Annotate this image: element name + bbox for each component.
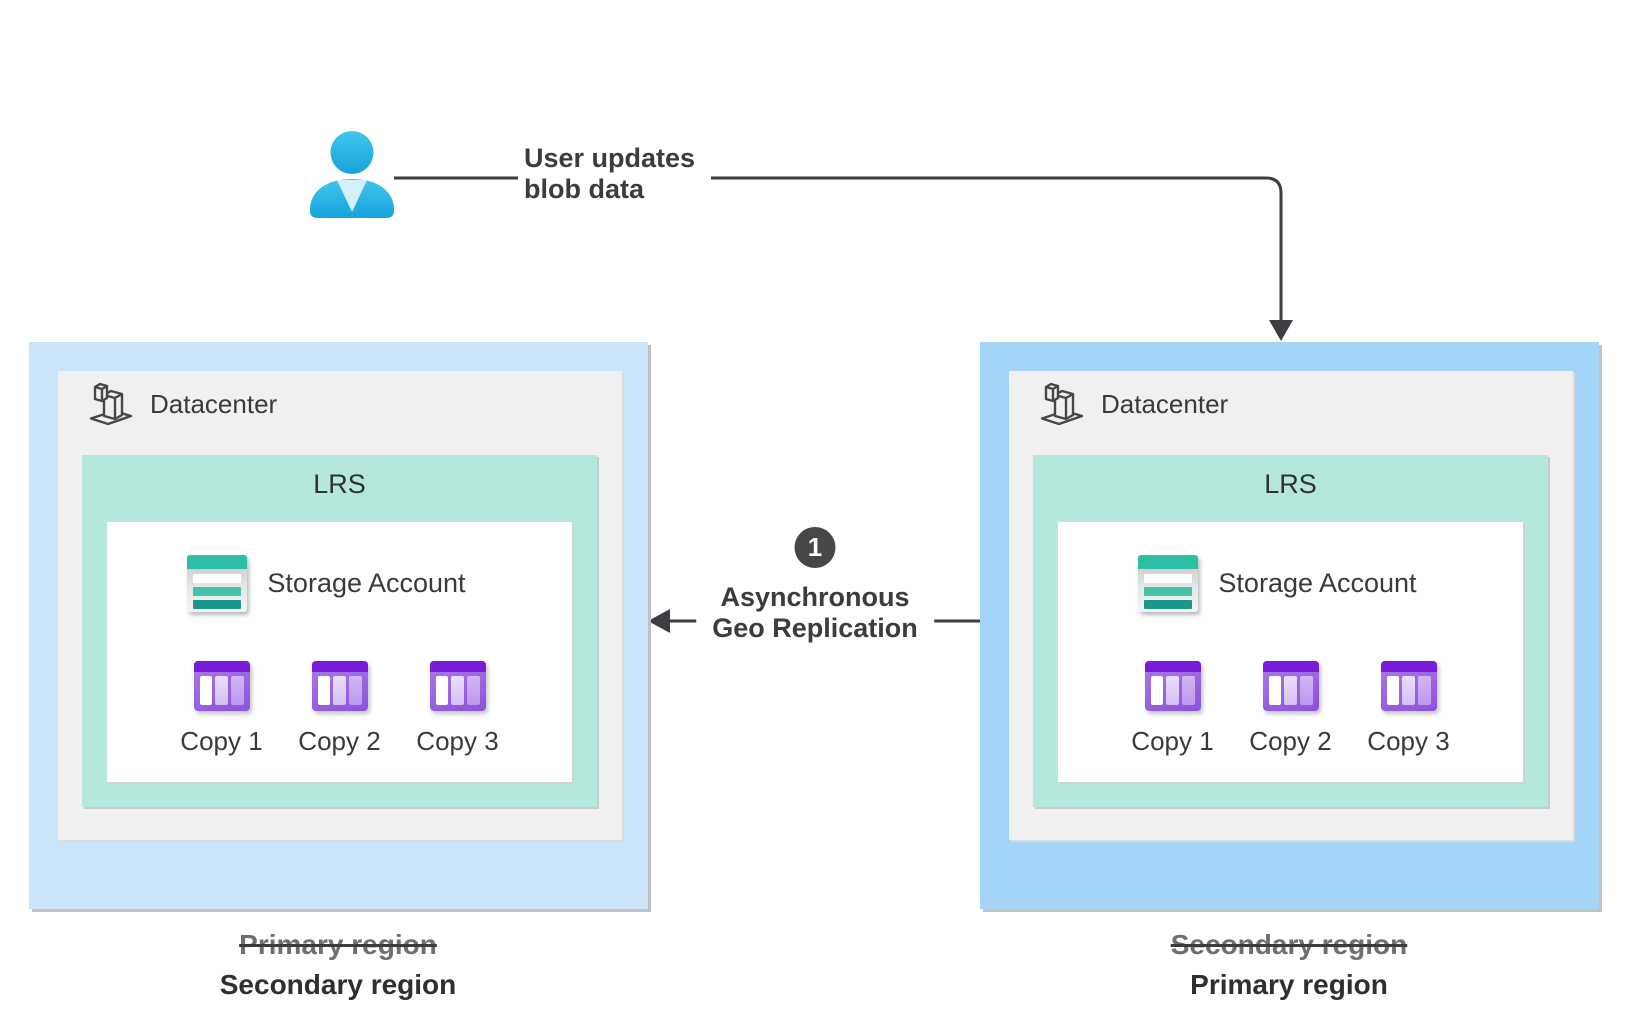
datacenter-building-icon <box>1039 378 1085 431</box>
copy-label: Copy 1 <box>180 726 263 756</box>
region-box-right: Datacenter LRS Storage Account <box>980 342 1599 909</box>
person-icon <box>308 131 396 218</box>
left-region-previous-role-label: Primary region <box>239 929 437 960</box>
storage-account-row: Storage Account <box>1058 555 1523 612</box>
down-arrowhead-icon <box>1269 320 1293 341</box>
datacenter-header: Datacenter <box>88 377 277 431</box>
copy-item: Copy 3 <box>415 661 501 757</box>
copy-item: Copy 2 <box>297 661 383 757</box>
copy-item: Copy 1 <box>1130 661 1216 757</box>
storage-panel-right: Storage Account Copy 1 <box>1058 522 1523 782</box>
datacenter-label: Datacenter <box>1101 388 1229 419</box>
storage-account-icon <box>1138 555 1199 612</box>
datacenter-building-icon <box>88 378 134 431</box>
replication-label: Asynchronous Geo Replication <box>696 582 934 646</box>
storage-panel-left: Storage Account Copy 1 <box>107 522 572 782</box>
table-copy-icon <box>429 661 486 711</box>
copy-item: Copy 1 <box>179 661 265 757</box>
table-copy-icon <box>1262 661 1319 711</box>
copy-label: Copy 3 <box>1367 726 1450 756</box>
right-region-current-role-label: Primary region <box>1190 969 1388 1000</box>
storage-account-label: Storage Account <box>267 568 466 598</box>
copy-label: Copy 2 <box>1249 726 1332 756</box>
user-action-label: User updates blob data <box>518 143 712 207</box>
region-box-left: Datacenter LRS Storage Account <box>29 342 648 909</box>
datacenter-box-left: Datacenter LRS Storage Account <box>58 371 622 840</box>
copies-row: Copy 1 Copy 2 <box>1058 661 1523 757</box>
datacenter-header: Datacenter <box>1039 377 1228 431</box>
lrs-label: LRS <box>1264 469 1317 499</box>
table-copy-icon <box>311 661 368 711</box>
lrs-box-right: LRS Storage Account <box>1033 455 1548 807</box>
right-region-previous-role-label: Secondary region <box>1170 929 1408 960</box>
user-to-primary-arrow <box>394 176 1293 341</box>
lrs-box-left: LRS Storage Account <box>82 455 597 807</box>
copy-item: Copy 3 <box>1366 661 1452 757</box>
copy-label: Copy 1 <box>1131 726 1214 756</box>
datacenter-label: Datacenter <box>150 388 278 419</box>
left-region-current-role-label: Secondary region <box>219 969 457 1000</box>
left-arrowhead-icon <box>648 609 670 633</box>
datacenter-box-right: Datacenter LRS Storage Account <box>1009 371 1573 840</box>
copy-label: Copy 2 <box>298 726 381 756</box>
table-copy-icon <box>1380 661 1437 711</box>
storage-account-row: Storage Account <box>107 555 572 612</box>
storage-account-label: Storage Account <box>1218 568 1417 598</box>
copy-label: Copy 3 <box>416 726 499 756</box>
storage-account-icon <box>187 555 248 612</box>
step-number-badge: 1 <box>794 527 836 568</box>
lrs-label: LRS <box>313 469 366 499</box>
table-copy-icon <box>193 661 250 711</box>
copy-item: Copy 2 <box>1248 661 1334 757</box>
table-copy-icon <box>1144 661 1201 711</box>
copies-row: Copy 1 Copy 2 <box>107 661 572 757</box>
